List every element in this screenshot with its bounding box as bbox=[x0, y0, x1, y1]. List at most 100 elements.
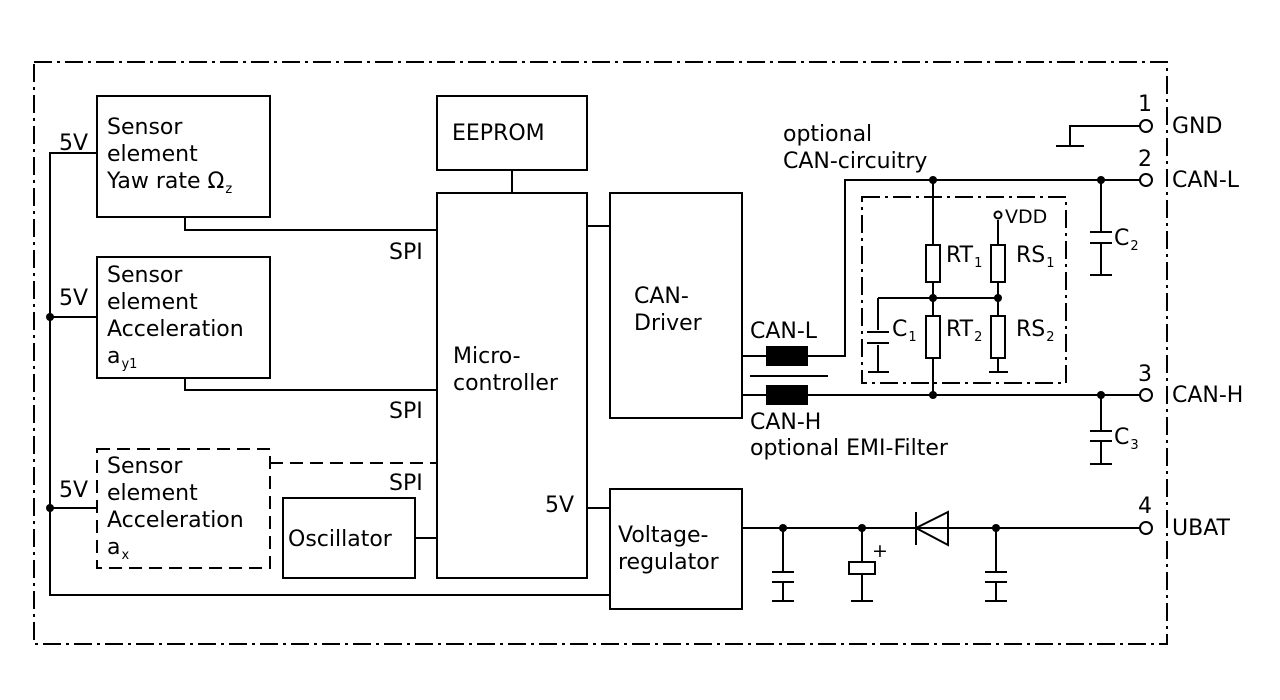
microcontroller-line1: Micro- bbox=[453, 344, 521, 369]
node-dot bbox=[929, 391, 937, 399]
vdd-label: VDD bbox=[1005, 206, 1048, 228]
node-dot bbox=[992, 524, 1000, 532]
c3-subscript: 3 bbox=[1130, 438, 1139, 453]
sensor-yaw-label: Sensor element Yaw rate Ωz bbox=[107, 114, 232, 203]
voltage-regulator-label: Voltage- regulator bbox=[618, 522, 719, 576]
electrolytic-plate bbox=[848, 561, 876, 575]
resistor-rt2 bbox=[925, 315, 941, 359]
emi-caption: optional EMI-Filter bbox=[750, 436, 948, 461]
supply-rail bbox=[49, 152, 610, 596]
spi-label-3: SPI bbox=[389, 471, 423, 496]
sensor-ay-label: Sensor element Acceleration ay1 bbox=[107, 262, 244, 378]
can-driver-label: CAN- Driver bbox=[634, 283, 702, 337]
sensor-yaw-box bbox=[96, 95, 271, 218]
sensor-ay-line2: element bbox=[107, 290, 198, 315]
pin-3-number: 3 bbox=[1138, 362, 1152, 387]
sensor-ax-line1: Sensor bbox=[107, 454, 183, 479]
pin-2-number: 2 bbox=[1138, 147, 1152, 172]
rt1-label: RT1 bbox=[946, 243, 982, 277]
can-driver-line2: Driver bbox=[634, 311, 702, 336]
emi-choke-h bbox=[766, 385, 808, 405]
sensor-ax-line2: element bbox=[107, 481, 198, 506]
sensor-ax-subscript: x bbox=[121, 548, 130, 563]
termination-wires bbox=[877, 180, 999, 395]
node-dot bbox=[1097, 391, 1105, 399]
pin-3-terminal bbox=[1139, 388, 1153, 402]
node-dot bbox=[779, 524, 787, 532]
sensor-yaw-subscript: z bbox=[225, 182, 233, 197]
c2-base: C bbox=[1114, 226, 1130, 251]
pin-4-terminal bbox=[1139, 521, 1153, 535]
capacitor-electrolytic bbox=[851, 528, 873, 602]
pin-4-number: 4 bbox=[1138, 494, 1152, 519]
microcontroller-line2: controller bbox=[453, 371, 558, 396]
pin-1-number: 1 bbox=[1138, 92, 1152, 117]
sensor-yaw-line2: element bbox=[107, 142, 198, 167]
voltage-regulator-box bbox=[609, 488, 743, 610]
rt2-label: RT2 bbox=[946, 317, 982, 351]
sensor-ay-line3: Acceleration bbox=[107, 317, 244, 342]
rs2-label: RS2 bbox=[1016, 317, 1055, 351]
pin-1-terminal bbox=[1139, 119, 1153, 133]
rt1-base: RT bbox=[946, 243, 974, 268]
capacitor-c1 bbox=[867, 331, 889, 344]
sensor-yaw-supply-label: 5V bbox=[59, 131, 89, 156]
resistor-rs2 bbox=[990, 315, 1006, 359]
rs1-subscript: 1 bbox=[1046, 256, 1055, 271]
c3-label: C3 bbox=[1114, 425, 1139, 459]
gnd-connection bbox=[1056, 125, 1140, 147]
pin-2-terminal bbox=[1139, 173, 1153, 187]
node-dot bbox=[46, 504, 54, 512]
microcontroller-label: Micro- controller bbox=[453, 343, 558, 397]
can-driver-box bbox=[609, 192, 743, 419]
emi-can-h-label: CAN-H bbox=[750, 410, 822, 435]
capacitor-c3 bbox=[1090, 395, 1112, 465]
node-dot bbox=[1097, 176, 1105, 184]
sensor-ax-supply-label: 5V bbox=[59, 478, 89, 503]
sensor-yaw-line3: Yaw rate Ω bbox=[107, 169, 225, 194]
voltage-regulator-line2: regulator bbox=[618, 550, 719, 575]
rt1-subscript: 1 bbox=[974, 256, 983, 271]
reverse-diode bbox=[913, 510, 949, 547]
sensor-yaw-line1: Sensor bbox=[107, 115, 183, 140]
pin-2-name: CAN-L bbox=[1172, 168, 1240, 193]
node-dot bbox=[46, 313, 54, 321]
emi-choke-l bbox=[766, 346, 808, 366]
pin-4-name: UBAT bbox=[1172, 516, 1230, 541]
oscillator-label: Oscillator bbox=[288, 527, 392, 552]
rt2-base: RT bbox=[946, 317, 974, 342]
rs2-base: RS bbox=[1016, 317, 1046, 342]
c3-base: C bbox=[1114, 425, 1130, 450]
pin-3-name: CAN-H bbox=[1172, 383, 1244, 408]
spi-bus-1 bbox=[184, 217, 437, 231]
emi-can-l-label: CAN-L bbox=[750, 319, 818, 344]
node-dot bbox=[929, 176, 937, 184]
rs1-label: RS1 bbox=[1016, 243, 1055, 277]
sensor-ax-line3: Acceleration bbox=[107, 508, 244, 533]
can-circuitry-boundary bbox=[861, 196, 1067, 384]
eeprom-label: EEPROM bbox=[452, 121, 545, 146]
rt2-subscript: 2 bbox=[974, 330, 983, 345]
can-circuitry-line2: CAN-circuitry bbox=[783, 149, 928, 174]
sensor-ay-subscript: y1 bbox=[121, 357, 138, 372]
resistor-rs1 bbox=[990, 244, 1006, 283]
enclosure-boundary bbox=[33, 61, 1168, 645]
electrolytic-polarity-label: + bbox=[872, 540, 888, 562]
resistor-rt1 bbox=[925, 244, 941, 283]
sensor-ay-supply-label: 5V bbox=[59, 286, 89, 311]
c2-subscript: 2 bbox=[1130, 239, 1139, 254]
spi-label-2: SPI bbox=[389, 399, 423, 424]
sensor-ax-line4: a bbox=[107, 535, 121, 560]
spi-bus-2 bbox=[184, 378, 437, 391]
mcu-supply-label: 5V bbox=[545, 493, 575, 518]
node-dot bbox=[858, 524, 866, 532]
can-circuitry-caption: optional CAN-circuitry bbox=[783, 121, 927, 175]
sensor-ay-line4: a bbox=[107, 344, 121, 369]
node-dot bbox=[994, 294, 1002, 302]
c1-label: C1 bbox=[892, 317, 917, 351]
vdd-terminal bbox=[993, 210, 1003, 220]
c1-subscript: 1 bbox=[908, 330, 917, 345]
capacitor-supply-1 bbox=[772, 528, 794, 602]
spi-label-1: SPI bbox=[389, 240, 423, 265]
